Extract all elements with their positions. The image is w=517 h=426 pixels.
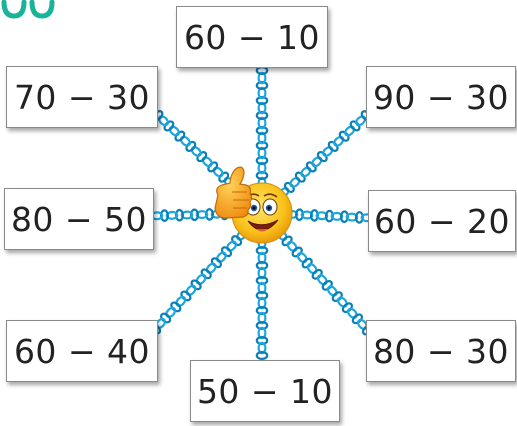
chain-link-5 (175, 295, 187, 307)
chain-link-2 (343, 125, 355, 137)
chain-link-5 (205, 262, 217, 274)
expression-card-middle-right: 60 − 20 (368, 190, 516, 252)
chain-link-0 (257, 67, 267, 74)
expression-card-top-left: 70 − 30 (6, 66, 158, 128)
chain-link-2 (333, 135, 345, 147)
expression-card-top-right: 90 − 30 (366, 66, 516, 128)
expression-card-bottom: 50 − 10 (190, 360, 340, 422)
expression-card-bottom-left: 60 − 40 (6, 320, 158, 382)
expression-card-middle-left: 80 − 50 (4, 188, 154, 250)
chain-link-6 (316, 274, 328, 286)
chain-link-1 (157, 115, 169, 127)
chain-link-2 (289, 176, 301, 188)
chain-link-2 (354, 115, 366, 127)
chain-link-1 (168, 125, 180, 137)
chain-link-7 (257, 352, 267, 359)
expression-card-top: 60 − 10 (176, 6, 328, 68)
corner-decoration-icon (0, 0, 60, 24)
chain-link-5 (215, 251, 227, 263)
chain-link-1 (201, 156, 213, 168)
chain-link-2 (322, 145, 334, 157)
chain-link-6 (346, 307, 358, 319)
chain-link-5 (185, 284, 197, 296)
chain-link-1 (190, 145, 202, 157)
chain-link-6 (306, 263, 318, 275)
chain-link-2 (300, 166, 312, 178)
chain-link-5 (226, 240, 238, 252)
chain-link-5 (195, 273, 207, 285)
chain-link-6 (326, 285, 338, 297)
chain-link-5 (165, 306, 177, 318)
chain-link-1 (179, 135, 191, 147)
expression-card-bottom-right: 80 − 30 (366, 320, 516, 382)
chain-link-6 (336, 296, 348, 308)
chain-link-6 (296, 251, 308, 263)
chain-link-2 (311, 156, 323, 168)
chain-link-1 (212, 166, 224, 178)
chain-link-6 (286, 240, 298, 252)
